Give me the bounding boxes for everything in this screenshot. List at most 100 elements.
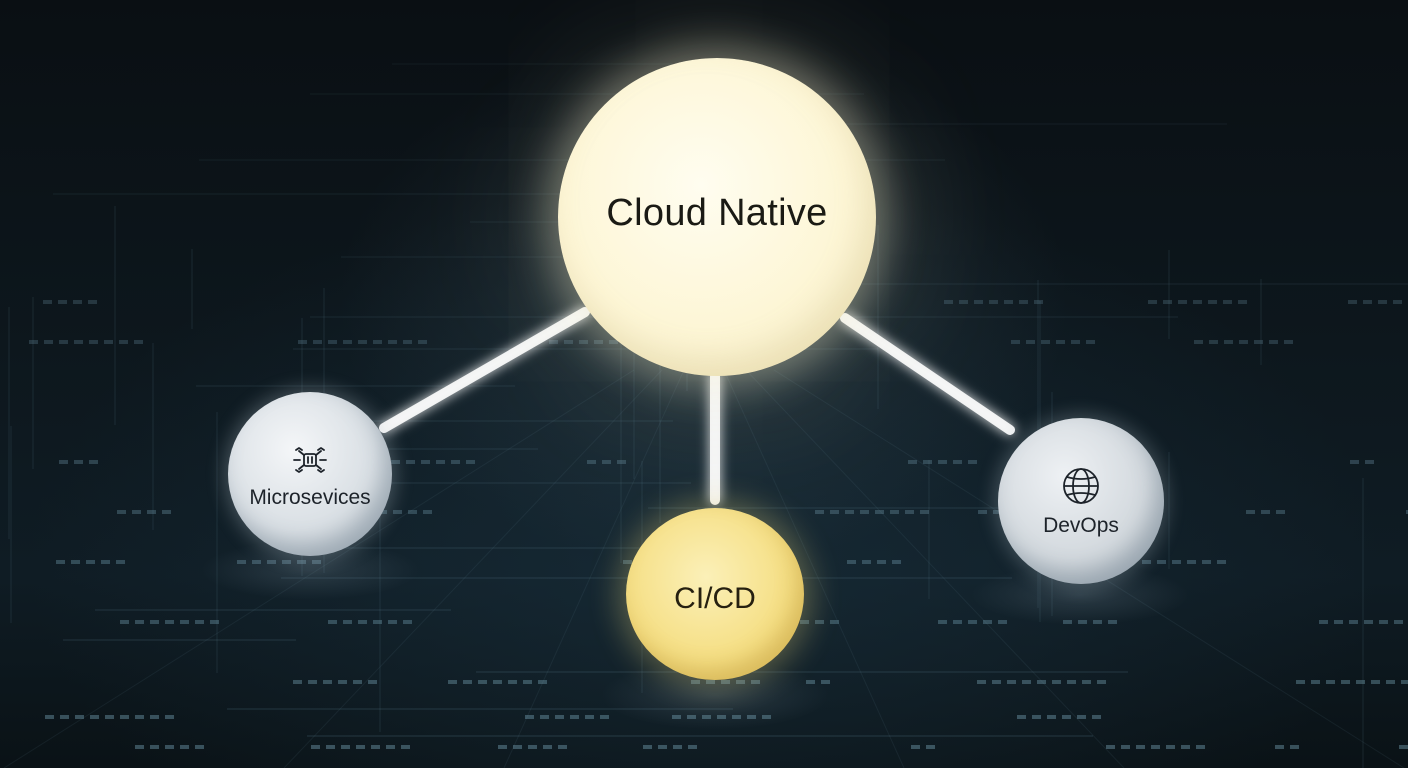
grid-dash bbox=[751, 680, 760, 684]
grid-dash bbox=[104, 340, 113, 344]
grid-dash bbox=[105, 715, 114, 719]
grid-dash bbox=[1208, 300, 1217, 304]
grid-dash bbox=[466, 460, 475, 464]
grid-dash bbox=[89, 460, 98, 464]
grid-dash bbox=[555, 715, 564, 719]
grid-dash bbox=[658, 745, 667, 749]
grid-dash bbox=[147, 510, 156, 514]
grid-dash bbox=[59, 340, 68, 344]
grid-dash bbox=[564, 340, 573, 344]
grid-dash bbox=[195, 745, 204, 749]
grid-dash bbox=[1269, 340, 1278, 344]
grid-dash bbox=[282, 560, 291, 564]
grid-dash bbox=[890, 510, 899, 514]
grid-dash bbox=[953, 620, 962, 624]
grid-dash bbox=[847, 560, 856, 564]
grid-dash bbox=[968, 620, 977, 624]
grid-dash bbox=[1290, 745, 1299, 749]
grid-dash bbox=[1052, 680, 1061, 684]
grid-dash bbox=[1356, 680, 1365, 684]
grid-dash bbox=[1151, 745, 1160, 749]
grid-dash bbox=[1047, 715, 1056, 719]
grid-dash bbox=[56, 560, 65, 564]
grid-dash bbox=[600, 715, 609, 719]
grid-dash bbox=[237, 560, 246, 564]
grid-dash bbox=[1202, 560, 1211, 564]
grid-dash bbox=[1311, 680, 1320, 684]
grid-dash bbox=[508, 680, 517, 684]
grid-dash bbox=[992, 680, 1001, 684]
grid-dash bbox=[45, 715, 54, 719]
grid-dash bbox=[911, 745, 920, 749]
grid-dash bbox=[1032, 715, 1041, 719]
grid-dash bbox=[373, 340, 382, 344]
grid-dash bbox=[135, 620, 144, 624]
grid-dash bbox=[1071, 340, 1080, 344]
grid-dash bbox=[1086, 340, 1095, 344]
grid-dash bbox=[687, 715, 696, 719]
grid-dash bbox=[1108, 620, 1117, 624]
grid-dash bbox=[540, 715, 549, 719]
grid-dash bbox=[926, 745, 935, 749]
grid-dash bbox=[408, 510, 417, 514]
grid-dash bbox=[1148, 300, 1157, 304]
grid-dash bbox=[1019, 300, 1028, 304]
grid-dash bbox=[423, 510, 432, 514]
grid-dash bbox=[953, 460, 962, 464]
grid-dash bbox=[1178, 300, 1187, 304]
grid-dash bbox=[702, 715, 711, 719]
grid-dash bbox=[86, 560, 95, 564]
grid-dash bbox=[328, 620, 337, 624]
grid-dash bbox=[1034, 300, 1043, 304]
grid-dash bbox=[1004, 300, 1013, 304]
grid-dash bbox=[386, 745, 395, 749]
grid-dash bbox=[1399, 745, 1408, 749]
grid-dash bbox=[1406, 510, 1408, 514]
grid-dash bbox=[908, 460, 917, 464]
grid-dash bbox=[1157, 560, 1166, 564]
grid-dash bbox=[968, 460, 977, 464]
grid-dash bbox=[1275, 745, 1284, 749]
grid-dash bbox=[602, 460, 611, 464]
grid-dash bbox=[617, 460, 626, 464]
grid-dash bbox=[88, 300, 97, 304]
grid-dash bbox=[478, 680, 487, 684]
grid-dash bbox=[1394, 620, 1403, 624]
grid-dash bbox=[73, 300, 82, 304]
grid-dash bbox=[860, 510, 869, 514]
grid-dash bbox=[892, 560, 901, 564]
grid-dash bbox=[90, 715, 99, 719]
grid-dash bbox=[308, 680, 317, 684]
grid-dash bbox=[983, 620, 992, 624]
grid-dash bbox=[326, 745, 335, 749]
grid-dash bbox=[1254, 340, 1263, 344]
grid-dash bbox=[298, 340, 307, 344]
grid-dash bbox=[29, 340, 38, 344]
grid-dash bbox=[998, 620, 1007, 624]
grid-dash bbox=[609, 340, 618, 344]
grid-dash bbox=[585, 715, 594, 719]
grid-dash bbox=[1378, 300, 1387, 304]
grid-dash bbox=[358, 340, 367, 344]
grid-dash bbox=[421, 460, 430, 464]
grid-dash bbox=[1136, 745, 1145, 749]
grid-dash bbox=[1063, 620, 1072, 624]
grid-dash bbox=[1082, 680, 1091, 684]
grid-dash bbox=[1166, 745, 1175, 749]
globe-icon bbox=[1063, 468, 1099, 504]
grid-dash bbox=[43, 300, 52, 304]
grid-line bbox=[745, 369, 1125, 768]
grid-dash bbox=[297, 560, 306, 564]
grid-dash bbox=[1363, 300, 1372, 304]
grid-dash bbox=[1097, 680, 1106, 684]
grid-dash bbox=[401, 745, 410, 749]
grid-dash bbox=[311, 745, 320, 749]
grid-dash bbox=[388, 620, 397, 624]
grid-dash bbox=[1181, 745, 1190, 749]
grid-dash bbox=[1092, 715, 1101, 719]
grid-dash bbox=[1238, 300, 1247, 304]
grid-dash bbox=[905, 510, 914, 514]
grid-dash bbox=[403, 340, 412, 344]
grid-dash bbox=[406, 460, 415, 464]
